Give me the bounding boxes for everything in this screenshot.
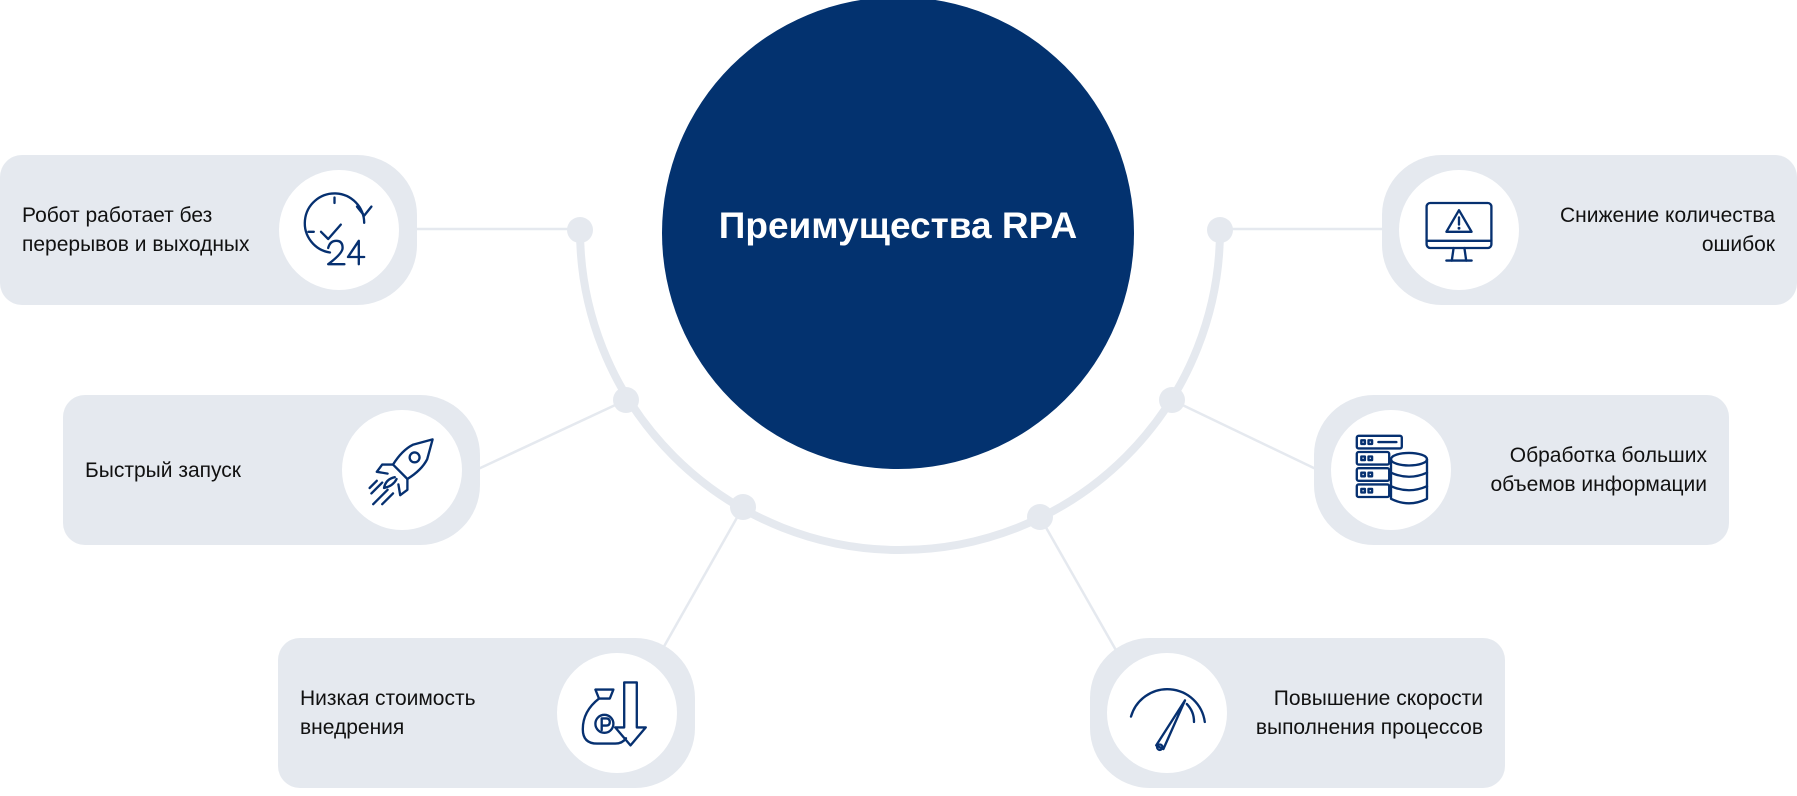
center-circle xyxy=(662,0,1134,469)
connector-line-fast-start xyxy=(475,398,627,472)
rocket-icon xyxy=(368,438,434,506)
clock-24-icon xyxy=(303,192,373,266)
benefit-text: Снижение количества ошибок xyxy=(1560,201,1775,259)
benefit-text: Повышение скорости выполнения процессов xyxy=(1256,684,1483,742)
icon-badge xyxy=(1331,410,1451,530)
benefit-line-2: внедрения xyxy=(300,716,405,739)
center-title: Преимущества RPA xyxy=(718,205,1078,246)
benefit-text: Быстрый запуск xyxy=(85,456,241,485)
benefit-text: Обработка больших объемов информации xyxy=(1491,441,1708,499)
monitor-warning-icon xyxy=(1425,201,1493,262)
benefit-card-speed: Повышение скорости выполнения процессов xyxy=(1090,638,1505,788)
benefit-line-1: Робот работает без xyxy=(22,204,213,227)
benefit-card-fewer-errors: Снижение количества ошибок xyxy=(1382,155,1797,305)
icon-badge xyxy=(1399,170,1519,290)
connector-node xyxy=(730,494,756,520)
benefit-line-2: выполнения процессов xyxy=(1255,716,1483,739)
icon-badge xyxy=(557,653,677,773)
connector-node xyxy=(567,217,593,243)
connector-node xyxy=(613,387,639,413)
benefit-text: Робот работает без перерывов и выходных xyxy=(22,201,250,259)
server-database-icon xyxy=(1355,434,1429,505)
benefit-text: Низкая стоимость внедрения xyxy=(300,684,476,742)
connector-line-big-data xyxy=(1171,398,1319,472)
connector-line-speed xyxy=(1038,516,1119,653)
connector-arc xyxy=(576,229,1224,554)
benefit-line-1: Повышение скорости xyxy=(1273,687,1483,710)
benefit-card-fast-start: Быстрый запуск xyxy=(63,395,480,545)
speedometer-icon xyxy=(1129,688,1206,752)
connector-line-low-cost xyxy=(660,506,745,651)
benefit-line-1: Снижение количества xyxy=(1559,204,1775,227)
benefit-card-no-breaks: Робот работает без перерывов и выходных xyxy=(0,155,417,305)
benefit-line-2: ошибок xyxy=(1701,233,1775,256)
connector-node xyxy=(1027,504,1053,530)
benefit-card-low-cost: Низкая стоимость внедрения xyxy=(278,638,695,788)
connector-node xyxy=(1159,387,1185,413)
benefit-card-big-data: Обработка больших объемов информации xyxy=(1314,395,1729,545)
icon-badge xyxy=(1107,653,1227,773)
benefit-line-1: Быстрый запуск xyxy=(85,458,241,482)
icon-badge xyxy=(342,410,462,530)
icon-badge xyxy=(279,170,399,290)
money-bag-down-icon xyxy=(581,681,647,747)
benefit-line-2: перерывов и выходных xyxy=(22,233,250,256)
benefit-line-1: Низкая стоимость xyxy=(300,687,476,710)
benefit-line-1: Обработка больших xyxy=(1509,444,1707,467)
connector-node xyxy=(1207,217,1233,243)
benefit-line-2: объемов информации xyxy=(1490,473,1708,496)
